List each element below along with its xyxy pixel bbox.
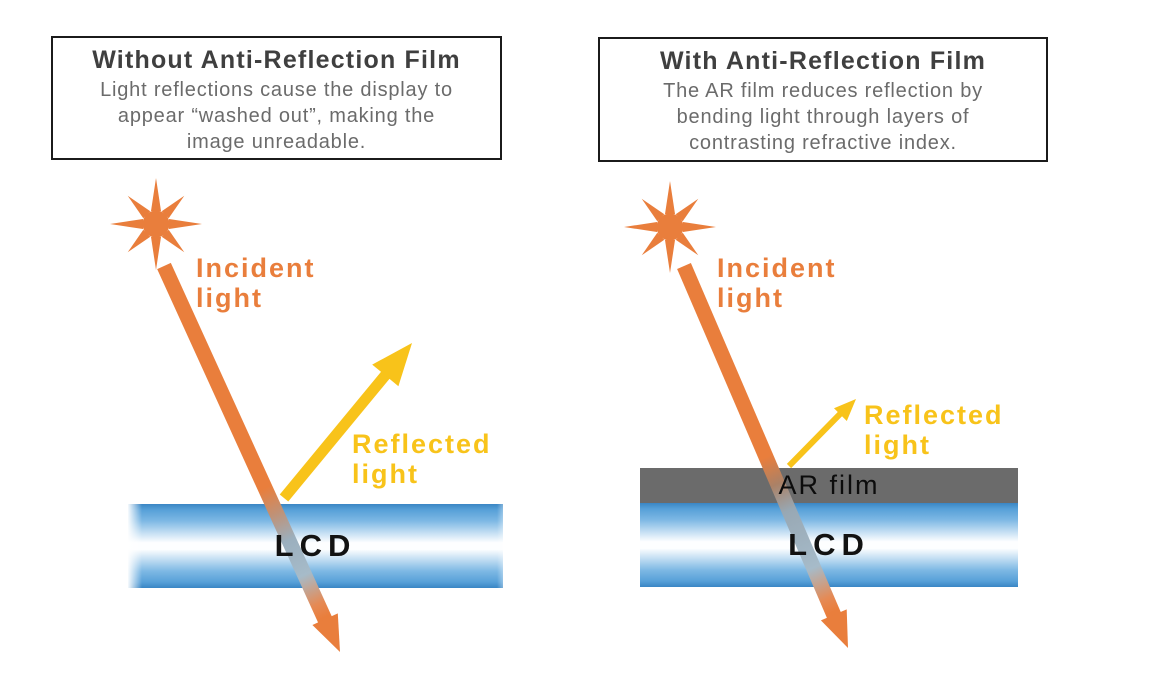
incident-arrowhead-right — [820, 609, 848, 648]
incident-arrowhead-left — [312, 613, 340, 652]
reflected-arrow-shaft-right — [786, 409, 845, 469]
lcd-bar-right — [640, 503, 1018, 587]
incident-light-label-right: Incident light — [717, 253, 837, 313]
ar-film-bar — [640, 468, 1018, 503]
sun-icon — [624, 181, 716, 273]
right-panel-description: The AR film reduces reflection by bendin… — [663, 80, 983, 154]
right-info-box: With Anti-Reflection Film The AR film re… — [598, 37, 1048, 162]
left-panel-title: Without Anti-Reflection Film — [92, 46, 461, 74]
lcd-bar-left — [128, 504, 503, 588]
reflected-arrow-shaft-left — [279, 368, 393, 502]
sun-icon — [110, 178, 202, 270]
left-info-box: Without Anti-Reflection Film Light refle… — [51, 36, 502, 160]
reflected-light-label-right: Reflected light — [864, 400, 1004, 460]
right-panel-title: With Anti-Reflection Film — [659, 47, 987, 75]
reflected-arrowhead-right — [834, 399, 856, 421]
left-panel-description: Light reflections cause the display to a… — [100, 79, 453, 153]
incident-light-label-left: Incident light — [196, 253, 316, 313]
reflected-light-label-left: Reflected light — [352, 429, 492, 489]
reflected-arrowhead-left — [372, 343, 412, 387]
